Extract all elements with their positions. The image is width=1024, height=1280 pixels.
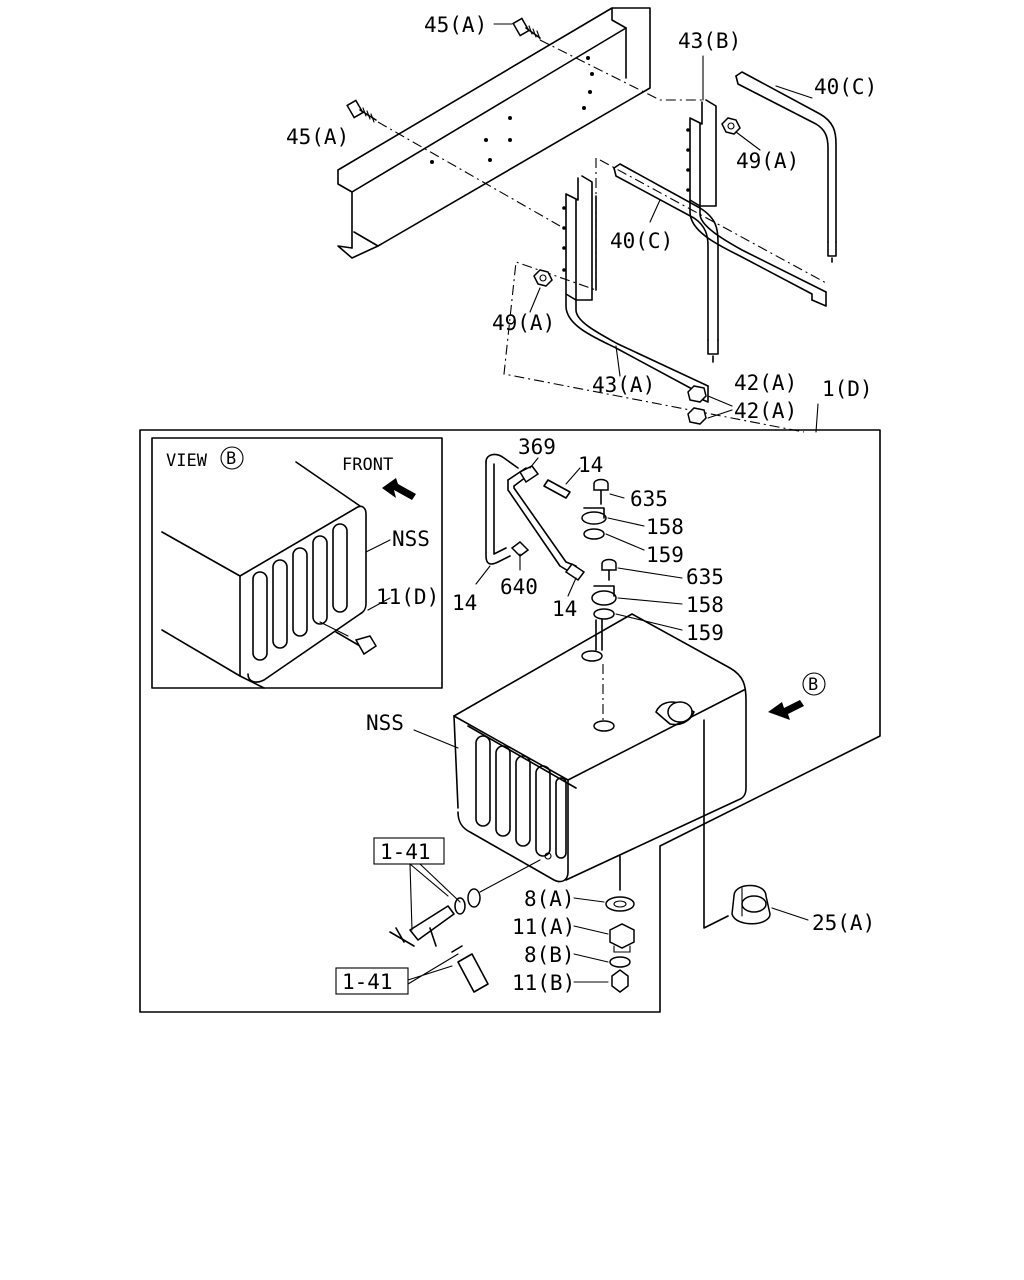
fitting-158-1 [581,507,607,525]
assembly-border [139,429,881,1013]
front-label: FRONT [342,455,393,475]
view-marker-circle [220,446,244,470]
drain-cock-assembly [389,859,541,993]
part-labels: 45(A) 45(A) 43(B) 40(C) 49(A) 40(C) 49(A… [286,13,877,995]
clip-640 [510,541,530,557]
label-view-b: B [808,675,818,695]
nut-49a-left [533,269,553,287]
washer-159-1 [583,528,605,540]
bracket-43a [562,175,709,403]
bolt-11d [335,631,378,656]
label-11a: 11(A) [512,915,575,939]
label-159-1: 159 [646,543,684,567]
label-141-bottom-box [335,967,409,995]
label-141-bottom: 1-41 [342,970,393,994]
label-49a-left: 49(A) [492,311,555,335]
pipe-14-left [485,453,519,565]
label-40c-right: 40(C) [814,75,877,99]
strap-40c-mid [613,163,719,363]
leader-lines [407,23,819,985]
label-43b: 43(B) [678,29,741,53]
label-45a-top: 45(A) [424,13,487,37]
bolt-635-2 [601,558,617,581]
washer-8a [605,896,635,912]
label-49a-right: 49(A) [736,149,799,173]
label-45a-left: 45(A) [286,125,349,149]
view-b-inset [151,437,443,689]
filler-cap-25a [731,884,771,925]
label-42a-1: 42(A) [734,371,797,395]
label-43a: 43(A) [592,373,655,397]
pipe-14-mid [507,467,586,582]
label-158-2: 158 [686,593,724,617]
plug-11a [609,923,635,953]
fuel-tank [453,613,747,891]
label-159-2: 159 [686,621,724,645]
bracket-43b [686,99,827,307]
label-141-top-box [373,837,445,865]
frame-rail [337,7,651,259]
hose-14-top [543,479,571,499]
inset-tank [161,461,367,689]
label-8b: 8(B) [524,943,575,967]
view-b-marker-circle [802,672,826,696]
label-nss: NSS [366,711,404,735]
fitting-158-2 [591,585,617,606]
view-title: VIEW [166,451,208,471]
washer-8b [609,956,631,968]
label-640: 640 [500,575,538,599]
label-40c-mid: 40(C) [610,229,673,253]
view-marker: B [226,449,236,469]
plug-11b [611,969,629,993]
inset-bolt-label: 11(D) [376,585,439,609]
label-158-1: 158 [646,515,684,539]
front-arrow-icon [382,478,416,500]
label-8a: 8(A) [524,887,575,911]
strap-40c-right [735,71,837,263]
label-369: 369 [518,435,556,459]
label-25a: 25(A) [812,911,875,935]
inset-labels: VIEW B FRONT NSS 11(D) [166,446,439,609]
label-14-mid: 14 [552,597,577,621]
tank-port [593,720,615,732]
label-14-top: 14 [578,453,603,477]
nut-42a-2 [687,407,707,425]
label-635-1: 635 [630,487,668,511]
gauge-stem [581,619,603,662]
label-635-2: 635 [686,565,724,589]
bolt-45a-left [346,99,377,123]
inset-nss-label: NSS [392,527,430,551]
label-11b: 11(B) [512,971,575,995]
washer-159-2 [593,608,615,620]
nut-42a-1 [687,385,707,403]
label-42a-2: 42(A) [734,399,797,423]
label-14-left: 14 [452,591,477,615]
bolt-45a-top [512,17,541,40]
bolt-635-1 [593,478,609,505]
label-1d: 1(D) [822,377,873,401]
label-141-top: 1-41 [380,840,431,864]
connector-369 [518,465,540,484]
view-direction-arrow-icon [768,700,804,720]
nut-49a-right [721,117,741,135]
